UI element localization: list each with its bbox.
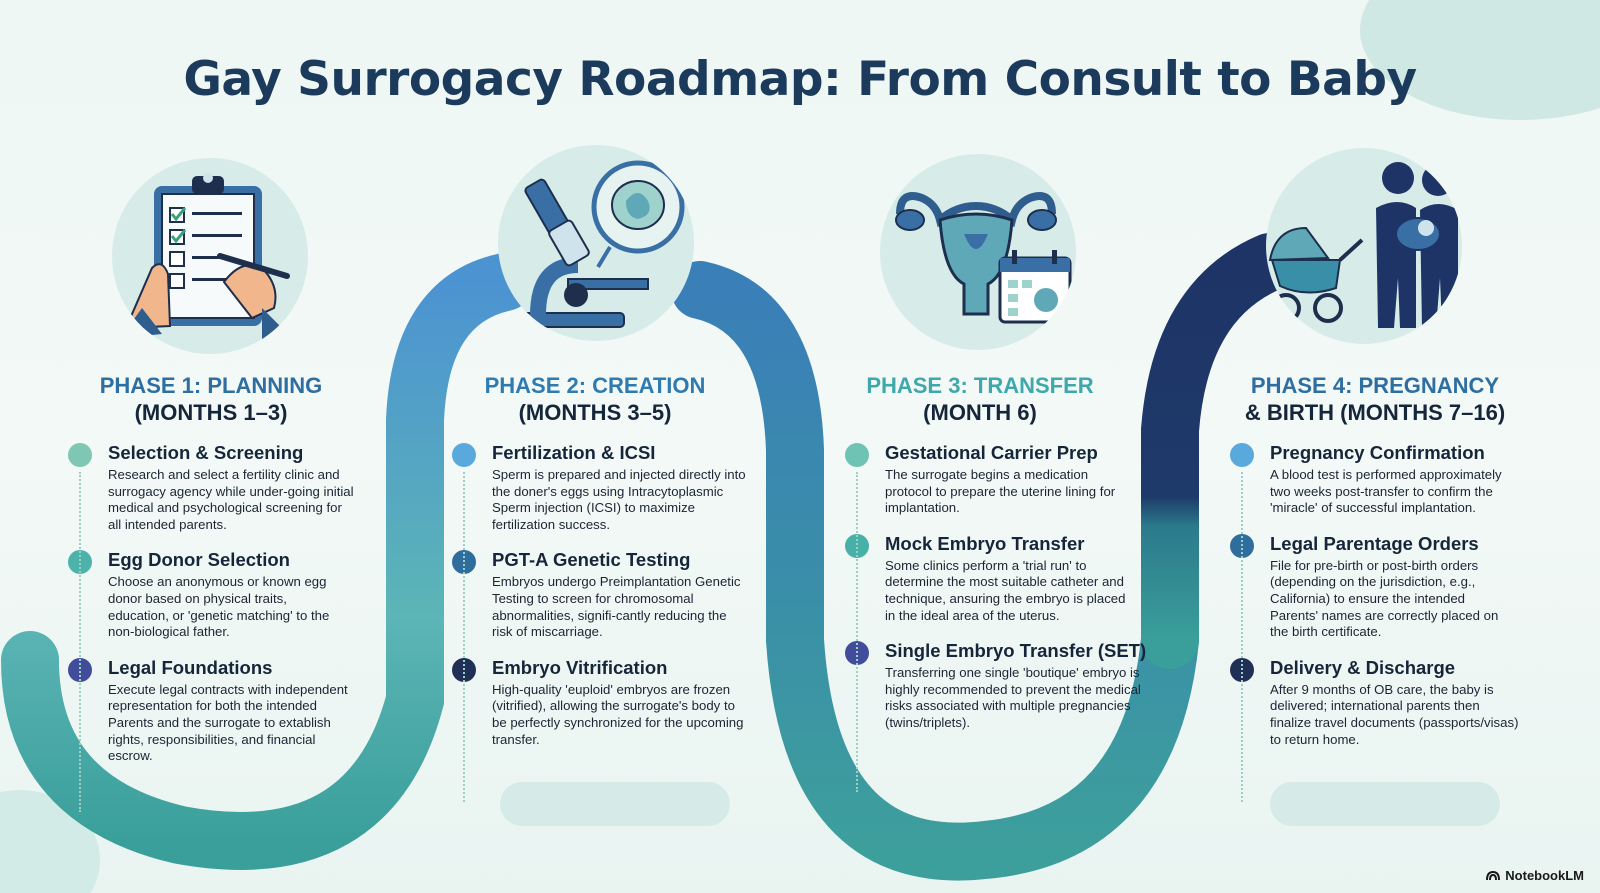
brand-name: NotebookLM — [1505, 868, 1584, 883]
step-description: File for pre-birth or post-birth orders … — [1270, 557, 1499, 640]
step-connector — [463, 472, 465, 802]
step-title: Single Embryo Transfer (SET) — [885, 640, 1147, 662]
step-dot — [452, 443, 476, 467]
step-description: Research and select a fertility clinic a… — [108, 467, 354, 532]
step-connector — [856, 472, 858, 792]
phase-4-column: PHASE 4: PREGNANCY & BIRTH (MONTHS 7–16)… — [1230, 372, 1600, 802]
step-description: Some clinics perform a 'trial run' to de… — [885, 557, 1126, 623]
step-gestational-carrier-prep: Gestational Carrier Prep The surrogate b… — [845, 440, 1225, 517]
brand-watermark: NotebookLM — [1486, 868, 1584, 883]
step-pgt-a-testing: PGT-A Genetic Testing Embryos undergo Pr… — [452, 547, 832, 640]
step-single-embryo-transfer: Single Embryo Transfer (SET) Transferrin… — [845, 638, 1225, 731]
bg-blob — [1360, 0, 1600, 120]
uterus-calendar-icon — [895, 192, 1072, 324]
road-segment-1 — [1, 253, 534, 870]
phase-title: PHASE 1: PLANNING — [99, 373, 323, 398]
step-selection-screening: Selection & Screening Research and selec… — [68, 440, 448, 533]
road-segment-2 — [671, 261, 1199, 881]
phase-title: PHASE 3: TRANSFER — [866, 373, 1094, 398]
step-connector — [1241, 472, 1243, 802]
clipboard-checklist-icon — [120, 173, 298, 344]
step-description: Choose an anonymous or known egg donor b… — [108, 574, 330, 640]
step-title: Pregnancy Confirmation — [1270, 442, 1485, 463]
step-pregnancy-confirmation: Pregnancy Confirmation A blood test is p… — [1230, 440, 1600, 517]
microscope-embryo-icon — [519, 160, 685, 328]
phase-2-end-pill — [500, 782, 730, 826]
step-egg-donor-selection: Egg Donor Selection Choose an anonymous … — [68, 547, 448, 640]
phase-header: PHASE 3: TRANSFER (MONTH 6) — [845, 372, 1115, 426]
step-title: Selection & Screening — [108, 442, 304, 463]
phase-4-end-pill — [1270, 782, 1500, 826]
step-description: Embryos undergo Preimplantation Genetic … — [492, 574, 741, 640]
step-embryo-vitrification: Embryo Vitrification High-quality 'euplo… — [452, 655, 832, 748]
family-stroller-icon — [1268, 162, 1458, 328]
phase-3-column: PHASE 3: TRANSFER (MONTH 6) Gestational … — [845, 372, 1225, 792]
step-description: A blood test is performed approximately … — [1270, 467, 1502, 516]
step-dot — [845, 443, 869, 467]
phase-title: PHASE 4: PREGNANCY — [1250, 373, 1500, 398]
phase-4-icon-circle — [1266, 148, 1462, 344]
step-title: Fertilization & ICSI — [492, 442, 656, 463]
phase-3-icon-circle — [880, 154, 1076, 350]
phase-header: PHASE 4: PREGNANCY & BIRTH (MONTHS 7–16) — [1230, 372, 1520, 426]
step-description: After 9 months of OB care, the baby is d… — [1270, 681, 1519, 747]
phase-duration: (MONTH 6) — [923, 400, 1037, 425]
step-dot — [1230, 443, 1254, 467]
step-description: Execute legal contracts with independent… — [108, 681, 348, 764]
phase-1-column: PHASE 1: PLANNING (MONTHS 1–3) Selection… — [68, 372, 448, 812]
phase-duration: (MONTHS 1–3) — [134, 400, 288, 425]
phase-1-icon-circle — [112, 158, 308, 354]
step-fertilization-icsi: Fertilization & ICSI Sperm is prepared a… — [452, 440, 832, 533]
step-description: Sperm is prepared and injected directly … — [492, 467, 746, 532]
page-title: Gay Surrogacy Roadmap: From Consult to B… — [183, 52, 1417, 107]
step-title: Legal Foundations — [108, 656, 273, 678]
step-dot — [68, 443, 92, 467]
phase-2-column: PHASE 2: CREATION (MONTHS 3–5) Fertiliza… — [452, 372, 832, 802]
step-description: Transferring one single 'boutique' embry… — [885, 665, 1141, 730]
phase-duration: (MONTHS 3–5) — [518, 400, 672, 425]
step-legal-foundations: Legal Foundations Execute legal contract… — [68, 655, 448, 765]
step-description: High-quality 'euploid' embryos are froze… — [492, 681, 744, 747]
step-delivery-discharge: Delivery & Discharge After 9 months of O… — [1230, 655, 1600, 748]
phase-duration: & BIRTH (MONTHS 7–16) — [1244, 400, 1506, 425]
step-title: Gestational Carrier Prep — [885, 442, 1098, 463]
step-title: Legal Parentage Orders — [1270, 532, 1479, 554]
phase-header: PHASE 2: CREATION (MONTHS 3–5) — [452, 372, 738, 426]
step-connector — [79, 472, 81, 812]
step-title: Delivery & Discharge — [1270, 656, 1456, 678]
step-description: The surrogate begins a medication protoc… — [885, 467, 1116, 516]
step-mock-embryo-transfer: Mock Embryo Transfer Some clinics perfor… — [845, 531, 1225, 624]
step-title: Mock Embryo Transfer — [885, 532, 1085, 554]
step-title: Embryo Vitrification — [492, 656, 668, 678]
phase-title: PHASE 2: CREATION — [484, 373, 706, 398]
phase-header: PHASE 1: PLANNING (MONTHS 1–3) — [68, 372, 354, 426]
road-segment-3 — [1141, 233, 1299, 669]
phase-2-icon-circle — [498, 145, 694, 341]
step-legal-parentage-orders: Legal Parentage Orders File for pre-birt… — [1230, 531, 1600, 641]
notebooklm-logo-icon — [1486, 870, 1501, 880]
step-title: PGT-A Genetic Testing — [492, 549, 691, 571]
step-title: Egg Donor Selection — [108, 549, 290, 571]
